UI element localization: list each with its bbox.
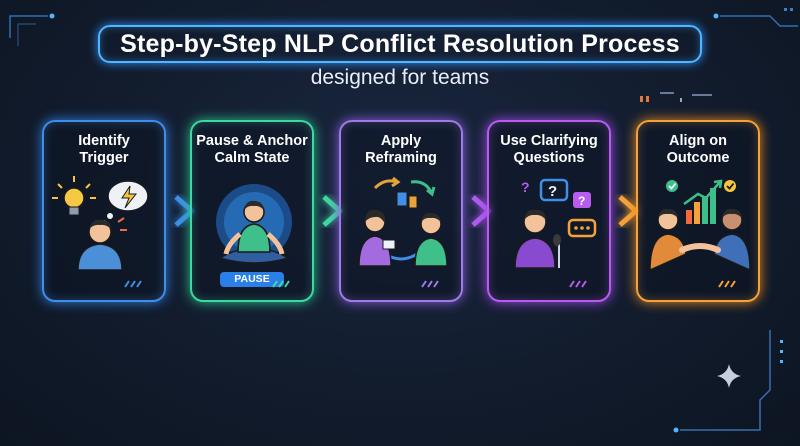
step-card-apply-reframing: Apply Reframing xyxy=(339,120,463,302)
step-progress-marks xyxy=(421,280,439,288)
meditating-person-icon xyxy=(218,200,290,264)
title-frame: Step-by-Step NLP Conflict Resolution Pro… xyxy=(98,25,702,63)
lightbulb-and-frustrated-person-illustration xyxy=(52,176,149,270)
handshake-people-icon xyxy=(649,208,751,270)
step-progress-marks xyxy=(272,280,290,288)
pause-badge: PAUSE xyxy=(220,272,284,287)
step-title: Identify Trigger xyxy=(78,133,130,166)
storm-thought-bubble-icon xyxy=(102,180,149,224)
question-bubble-icon: ? ? ? xyxy=(521,178,591,208)
svg-text:?: ? xyxy=(548,183,557,200)
speaker-with-microphone-icon xyxy=(514,209,561,269)
step-card-align-outcome: Align on Outcome xyxy=(636,120,760,302)
step-card-clarifying-questions: Use Clarifying Questions ? ? ? xyxy=(487,120,611,302)
sparkle-icon xyxy=(717,364,741,388)
puzzle-piece-icon xyxy=(396,191,418,209)
check-badge-icon xyxy=(666,180,736,192)
step-title: Apply Reframing xyxy=(365,133,437,166)
page-subtitle: designed for teams xyxy=(310,66,490,89)
person-right-icon xyxy=(414,212,448,267)
step-progress-marks xyxy=(124,280,142,288)
step-title: Use Clarifying Questions xyxy=(500,133,598,166)
top-left-circuit-decoration xyxy=(9,13,55,46)
meditating-person-illustration xyxy=(216,184,292,264)
person-left-icon xyxy=(358,209,396,267)
right-bar-decoration xyxy=(640,92,712,102)
step-title: Align on Outcome xyxy=(666,133,730,166)
step-card-pause-anchor: Pause & Anchor Calm State PAUSE xyxy=(190,120,314,302)
frustrated-person-icon xyxy=(77,217,127,270)
bottom-right-circuit-decoration xyxy=(673,330,783,433)
top-right-circuit-decoration xyxy=(713,8,798,27)
svg-text:?: ? xyxy=(521,179,530,195)
two-people-reframing-illustration xyxy=(358,176,448,267)
speaker-with-question-bubbles-illustration: ? ? ? xyxy=(514,178,597,269)
growth-chart-icon xyxy=(683,179,723,224)
svg-text:?: ? xyxy=(578,194,585,208)
handshake-with-growth-chart-illustration xyxy=(649,179,751,270)
lightbulb-icon xyxy=(52,176,96,216)
step-progress-marks xyxy=(569,280,587,288)
page-title: Step-by-Step NLP Conflict Resolution Pro… xyxy=(120,29,680,58)
step-progress-marks xyxy=(718,280,736,288)
step-title: Pause & Anchor Calm State xyxy=(196,133,308,166)
ellipsis-bubble-icon xyxy=(567,218,597,238)
step-card-identify-trigger: Identify Trigger xyxy=(42,120,166,302)
